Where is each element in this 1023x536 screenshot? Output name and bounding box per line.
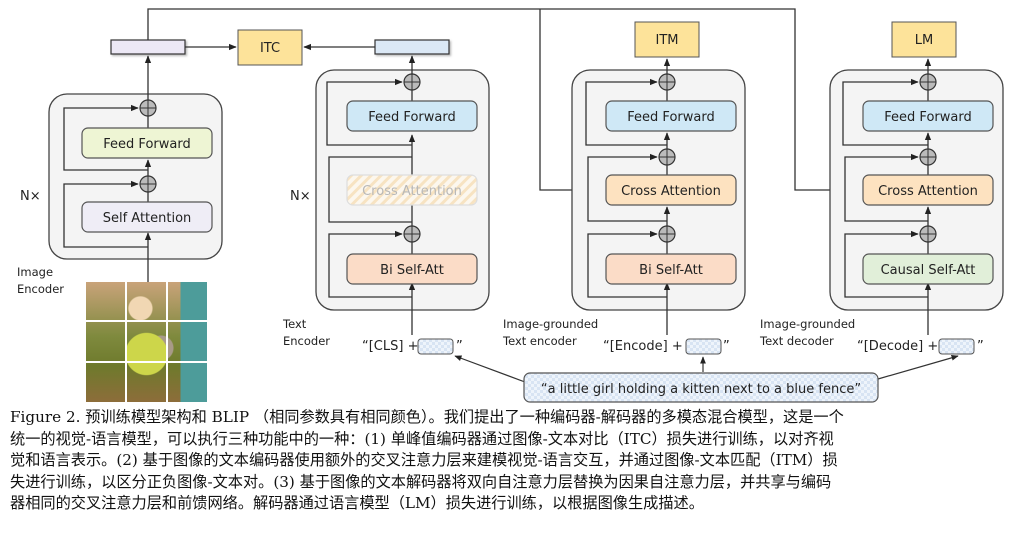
add-norm-icon bbox=[658, 73, 676, 91]
encode-input-prefix: “[Encode] + bbox=[603, 339, 683, 354]
add-norm-icon bbox=[919, 225, 937, 243]
feed-forward-block: Feed Forward bbox=[81, 127, 213, 159]
add-norm-icon bbox=[658, 225, 676, 243]
patch-grid-line bbox=[86, 320, 207, 322]
cls-input-prefix: “[CLS] + bbox=[362, 339, 418, 354]
grounded-encoder-label: Text encoder bbox=[502, 334, 577, 348]
grounded-decoder-label: Text decoder bbox=[759, 334, 834, 348]
patch-grid-line bbox=[166, 282, 168, 402]
text-encoder-label: Encoder bbox=[283, 334, 330, 348]
add-norm-icon bbox=[658, 148, 676, 166]
caption-line: Figure 2. 预训练模型架构和 BLIP （相同参数具有相同颜色）。我们提… bbox=[10, 408, 844, 426]
grounded-encoder-label: Image-grounded bbox=[503, 317, 598, 331]
svg-text:Bi Self-Att: Bi Self-Att bbox=[380, 263, 444, 278]
decode-input-prefix: “[Decode] + bbox=[857, 339, 938, 354]
text-token-placeholder bbox=[685, 338, 722, 355]
add-norm-icon bbox=[139, 99, 157, 117]
caption-line: 统一的视觉-语言模型，可以执行三种功能中的一种：(1) 单峰值编码器通过图像-文… bbox=[10, 429, 834, 448]
image-encoder: Feed Forward Self Attention N× Image Enc… bbox=[17, 55, 223, 296]
cross-attention-block-disabled: Cross Attention bbox=[346, 174, 478, 206]
feed-forward-block: Feed Forward bbox=[605, 100, 737, 132]
caption-line: 器相同的交叉注意力层和前馈网络。解码器通过语言模型（LM）损失进行训练，以根据图… bbox=[10, 494, 704, 512]
svg-text:ITM: ITM bbox=[656, 33, 679, 48]
add-norm-icon bbox=[919, 148, 937, 166]
image-grounded-text-decoder: LM Feed Forward Cross Attention bbox=[759, 21, 1004, 355]
feed-forward-block: Feed Forward bbox=[346, 100, 478, 132]
svg-text:”: ” bbox=[977, 339, 984, 354]
itc-loss-box: ITC bbox=[237, 29, 303, 66]
patch-grid-line bbox=[125, 282, 127, 402]
svg-text:Bi Self-Att: Bi Self-Att bbox=[639, 263, 703, 278]
add-norm-icon bbox=[403, 73, 421, 91]
add-norm-icon bbox=[139, 175, 157, 193]
svg-text:Cross Attention: Cross Attention bbox=[621, 184, 721, 199]
svg-text:LM: LM bbox=[915, 33, 933, 48]
cross-attention-block: Cross Attention bbox=[605, 174, 737, 206]
text-encoder-label: Text bbox=[282, 317, 307, 331]
input-caption-text: “a little girl holding a kitten next to … bbox=[541, 382, 861, 397]
input-caption-box: “a little girl holding a kitten next to … bbox=[523, 372, 879, 403]
svg-text:Feed Forward: Feed Forward bbox=[368, 110, 455, 125]
image-encoder-label: Encoder bbox=[17, 282, 64, 296]
text-token-placeholder bbox=[938, 338, 975, 355]
text-encoder: Feed Forward Cross Attention Bi Self-Att… bbox=[282, 55, 490, 355]
blip-architecture-diagram: ITC Feed Forward Self Attent bbox=[17, 8, 1004, 403]
svg-text:Self Attention: Self Attention bbox=[103, 211, 192, 226]
patch-grid-line bbox=[86, 361, 207, 363]
self-attention-block: Self Attention bbox=[81, 201, 213, 233]
lm-loss-box: LM bbox=[891, 21, 957, 58]
itm-loss-box: ITM bbox=[634, 21, 700, 58]
svg-text:Feed Forward: Feed Forward bbox=[884, 110, 971, 125]
image-feature-vector bbox=[110, 39, 186, 55]
repeat-label: N× bbox=[290, 189, 311, 204]
grounded-decoder-label: Image-grounded bbox=[760, 317, 855, 331]
figure-caption: Figure 2. 预训练模型架构和 BLIP （相同参数具有相同颜色）。我们提… bbox=[10, 407, 1015, 515]
girl-with-kitten-photo bbox=[86, 282, 207, 402]
text-token-placeholder bbox=[417, 338, 454, 355]
svg-text:”: ” bbox=[723, 339, 730, 354]
svg-text:”: ” bbox=[456, 339, 463, 354]
input-image-patches bbox=[86, 282, 207, 402]
repeat-label: N× bbox=[20, 189, 41, 204]
svg-text:Cross Attention: Cross Attention bbox=[878, 184, 978, 199]
feed-forward-block: Feed Forward bbox=[862, 100, 994, 132]
caption-line: 觉和语言表示。(2) 基于图像的文本编码器使用额外的交叉注意力层来建模视觉-语言… bbox=[10, 451, 838, 469]
bi-self-att-block: Bi Self-Att bbox=[605, 253, 737, 285]
text-feature-vector bbox=[374, 39, 450, 55]
itc-label: ITC bbox=[260, 41, 280, 56]
image-grounded-text-encoder: ITM Feed Forward Cross Attention bbox=[502, 21, 746, 355]
svg-text:Causal Self-Att: Causal Self-Att bbox=[881, 263, 976, 278]
caption-line: 失进行训练，以区分正负图像-文本对。(3) 基于图像的文本解码器将双向自注意力层… bbox=[10, 472, 832, 491]
add-norm-icon bbox=[919, 73, 937, 91]
add-norm-icon bbox=[403, 225, 421, 243]
svg-text:Cross Attention: Cross Attention bbox=[362, 184, 462, 199]
cross-attention-block: Cross Attention bbox=[862, 174, 994, 206]
bi-self-att-block: Bi Self-Att bbox=[346, 253, 478, 285]
image-encoder-label: Image bbox=[17, 265, 53, 279]
svg-text:Feed Forward: Feed Forward bbox=[103, 137, 190, 152]
input-text-arrows bbox=[454, 355, 959, 383]
svg-text:Feed Forward: Feed Forward bbox=[627, 110, 714, 125]
causal-self-att-block: Causal Self-Att bbox=[862, 253, 994, 285]
